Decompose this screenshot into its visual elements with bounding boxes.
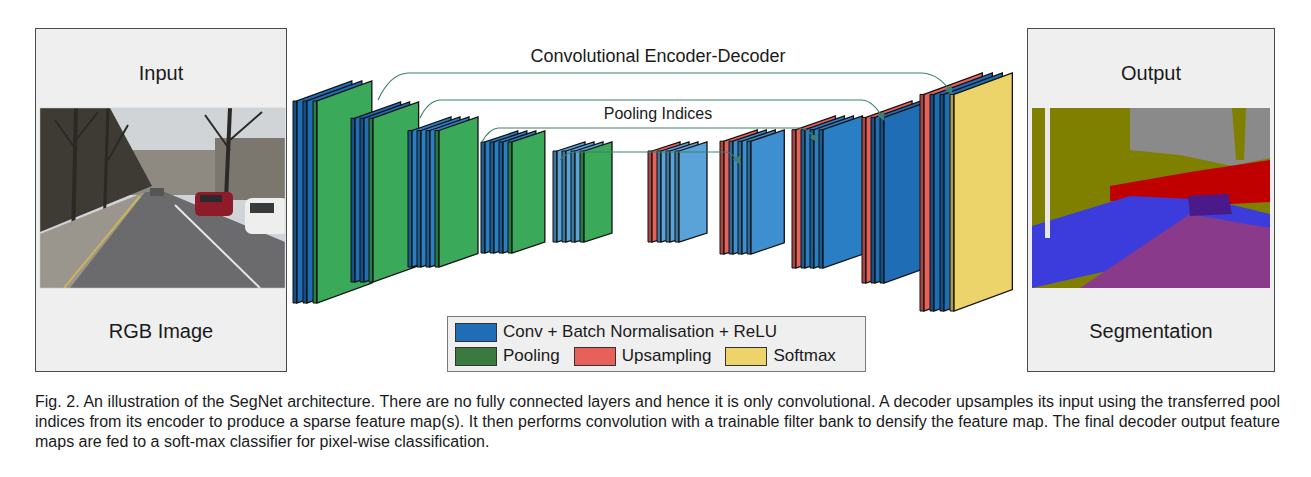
panel-subtitle: Segmentation xyxy=(1028,319,1274,343)
layer-face xyxy=(652,142,680,242)
sky xyxy=(40,108,285,288)
panel-subtitle: RGB Image xyxy=(36,319,286,343)
panel-title: Output xyxy=(1028,61,1274,85)
layer-face xyxy=(954,73,1012,311)
legend-swatch xyxy=(725,347,767,366)
conv-layer xyxy=(747,130,784,254)
softmax-layer xyxy=(950,73,1012,311)
car-window xyxy=(200,195,222,202)
car xyxy=(245,198,285,234)
tree-trunk xyxy=(226,108,230,200)
legend-swatch xyxy=(574,347,616,366)
legend-swatch xyxy=(455,323,497,342)
layer-face xyxy=(823,116,862,268)
section-heading: Convolutional Encoder-Decoder xyxy=(530,46,785,66)
image-panel: InputRGB Image xyxy=(35,28,287,372)
layer-face xyxy=(557,142,585,242)
legend-label: Softmax xyxy=(773,345,835,367)
legend-label: Conv + Batch Normalisation + ReLU xyxy=(503,321,777,343)
car xyxy=(195,192,233,216)
street-photo xyxy=(40,108,285,288)
car xyxy=(150,188,164,196)
legend-label: Upsampling xyxy=(622,345,712,367)
road-class xyxy=(1080,214,1270,288)
layer-face xyxy=(439,117,478,267)
image-panel: OutputSegmentation xyxy=(1027,28,1275,372)
legend-box: Conv + Batch Normalisation + ReLUPooling… xyxy=(447,316,866,372)
legend-item: Pooling xyxy=(455,345,560,367)
pooling-layer xyxy=(435,117,478,267)
pooling-index-arrows xyxy=(378,73,952,164)
conv-layer xyxy=(675,142,707,242)
legend-item: Conv + Batch Normalisation + ReLU xyxy=(455,321,777,343)
car-window xyxy=(250,203,274,213)
tree-branches xyxy=(55,112,262,160)
tree-class xyxy=(1232,108,1246,160)
segmentation-map xyxy=(1032,108,1270,288)
road-marking xyxy=(64,196,140,288)
building-class xyxy=(1032,108,1270,288)
pooling-layer xyxy=(313,81,372,303)
pooling-layer xyxy=(369,102,419,282)
pavement-class xyxy=(1032,196,1270,288)
car-class xyxy=(1188,194,1232,216)
pole-class xyxy=(1045,108,1050,238)
legend-label: Pooling xyxy=(503,345,560,367)
legend-swatch xyxy=(455,347,497,366)
panel-title: Input xyxy=(36,61,286,85)
pooling-layer xyxy=(580,142,612,242)
layer-face xyxy=(751,130,784,254)
legend-item: Upsampling xyxy=(574,345,712,367)
pooling-layer xyxy=(508,131,545,253)
legend-item: Softmax xyxy=(725,345,835,367)
figure-caption: Fig. 2. An illustration of the SegNet ar… xyxy=(35,392,1280,452)
index-arrow xyxy=(378,73,952,100)
index-arrow xyxy=(482,128,817,142)
layer-face xyxy=(584,142,612,242)
pavement xyxy=(40,192,145,288)
arrow-label: Pooling Indices xyxy=(604,105,713,123)
output-panel-ground xyxy=(1027,28,1275,372)
conv-layer xyxy=(819,116,862,268)
index-arrow xyxy=(560,152,740,164)
network-layers xyxy=(293,73,1012,311)
layer-face xyxy=(679,142,707,242)
sky-class xyxy=(1130,108,1270,166)
photo-frame xyxy=(40,108,285,288)
layer-face xyxy=(512,131,545,253)
